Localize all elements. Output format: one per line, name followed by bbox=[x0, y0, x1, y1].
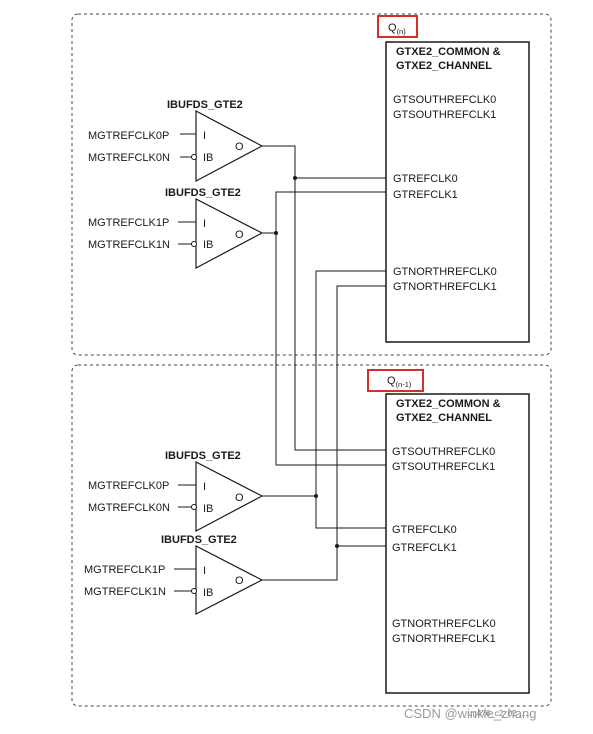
quad-n1-buffer0-cell-name: IBUFDS_GTE2 bbox=[165, 450, 241, 462]
quad-n1-buffer1-in-p-label: MGTREFCLK1P bbox=[84, 564, 165, 576]
quad-n-buffer0-pin-i: I bbox=[203, 130, 206, 142]
quad-n1-buffer0-in-p-label: MGTREFCLK0P bbox=[88, 480, 169, 492]
quad-n-buffer0-in-n-label: MGTREFCLK0N bbox=[88, 152, 170, 164]
quad-n1-port-gtsouthrefclk0: GTSOUTHREFCLK0 bbox=[392, 446, 495, 458]
junction-dot bbox=[293, 176, 297, 180]
quad-n-buffer0-pin-o: O bbox=[235, 141, 244, 153]
watermark: CSDN @winkle_zhang bbox=[404, 706, 536, 721]
quad-n-block-title-line2: GTXE2_CHANNEL bbox=[396, 60, 492, 72]
quad-n-port-gtrefclk0: GTREFCLK0 bbox=[393, 173, 458, 185]
quad-n-buffer1-pin-ib: IB bbox=[203, 239, 213, 251]
quad-n1-buffer1-pin-o: O bbox=[235, 575, 244, 587]
quad-n-label: Q(n) bbox=[388, 22, 406, 36]
quad-n1-port-gtnorthrefclk0: GTNORTHREFCLK0 bbox=[392, 618, 496, 630]
quad-n-port-gtnorthrefclk1: GTNORTHREFCLK1 bbox=[393, 281, 497, 293]
quad-n1-buffer1-in-n-label: MGTREFCLK1N bbox=[84, 586, 166, 598]
quad-n-block-title-line1: GTXE2_COMMON & bbox=[396, 46, 501, 58]
clock-wires bbox=[262, 145, 386, 581]
quad-n-buffer0-triangle bbox=[195, 110, 264, 182]
quad-n1-label: Q(n-1) bbox=[387, 375, 412, 389]
junction-dot bbox=[314, 494, 318, 498]
quad-n1-buffer1-cell-name: IBUFDS_GTE2 bbox=[161, 534, 237, 546]
quad-n-buffer0-cell-name: IBUFDS_GTE2 bbox=[167, 99, 243, 111]
quad-n-buffer1-pin-i: I bbox=[203, 218, 206, 230]
quad-n1-buffer1-triangle bbox=[195, 545, 264, 615]
figure-code: ug476_c2_02_... bbox=[468, 709, 528, 718]
quad-n1-buffer1-pin-ib: IB bbox=[203, 587, 213, 599]
quad-n1-buffer0-triangle bbox=[195, 461, 264, 532]
quad-n1-buffer1-pin-i: I bbox=[203, 565, 206, 577]
quad-n1-label-highlight bbox=[367, 369, 424, 392]
junction-dot bbox=[335, 544, 339, 548]
quad-n1-buffer0-pin-o: O bbox=[235, 492, 244, 504]
quad-n1-port-gtrefclk0: GTREFCLK0 bbox=[392, 524, 457, 536]
quad-n-gtxe2-block bbox=[385, 41, 530, 343]
quad-n1-block-title-line1: GTXE2_COMMON & bbox=[396, 398, 501, 410]
quad-n-buffer1-triangle bbox=[195, 198, 264, 269]
quad-n-buffer0-in-p-label: MGTREFCLK0P bbox=[88, 130, 169, 142]
quad-n-buffer0-pin-ib: IB bbox=[203, 152, 213, 164]
quad-n-port-gtsouthrefclk1: GTSOUTHREFCLK1 bbox=[393, 109, 496, 121]
quad-n-port-gtnorthrefclk0: GTNORTHREFCLK0 bbox=[393, 266, 497, 278]
quad-n-label-highlight bbox=[377, 15, 418, 38]
quad-n-buffer1-cell-name: IBUFDS_GTE2 bbox=[165, 187, 241, 199]
quad-n1-gtxe2-block bbox=[385, 393, 530, 694]
quad-n1-port-gtnorthrefclk1: GTNORTHREFCLK1 bbox=[392, 633, 496, 645]
quad-n-buffer1-pin-o: O bbox=[235, 229, 244, 241]
quad-n1-port-gtsouthrefclk1: GTSOUTHREFCLK1 bbox=[392, 461, 495, 473]
quad-n-port-gtrefclk1: GTREFCLK1 bbox=[393, 189, 458, 201]
quad-n-port-gtsouthrefclk0: GTSOUTHREFCLK0 bbox=[393, 94, 496, 106]
quad-n1-port-gtrefclk1: GTREFCLK1 bbox=[392, 542, 457, 554]
quad-n-buffer1-in-n-label: MGTREFCLK1N bbox=[88, 239, 170, 251]
quad-n1-buffer0-pin-ib: IB bbox=[203, 503, 213, 515]
quad-n-buffer1-in-p-label: MGTREFCLK1P bbox=[88, 217, 169, 229]
quad-n1-buffer0-in-n-label: MGTREFCLK0N bbox=[88, 502, 170, 514]
quad-n1-buffer0-pin-i: I bbox=[203, 481, 206, 493]
quad-n1-block-title-line2: GTXE2_CHANNEL bbox=[396, 412, 492, 424]
junction-dot bbox=[274, 231, 278, 235]
